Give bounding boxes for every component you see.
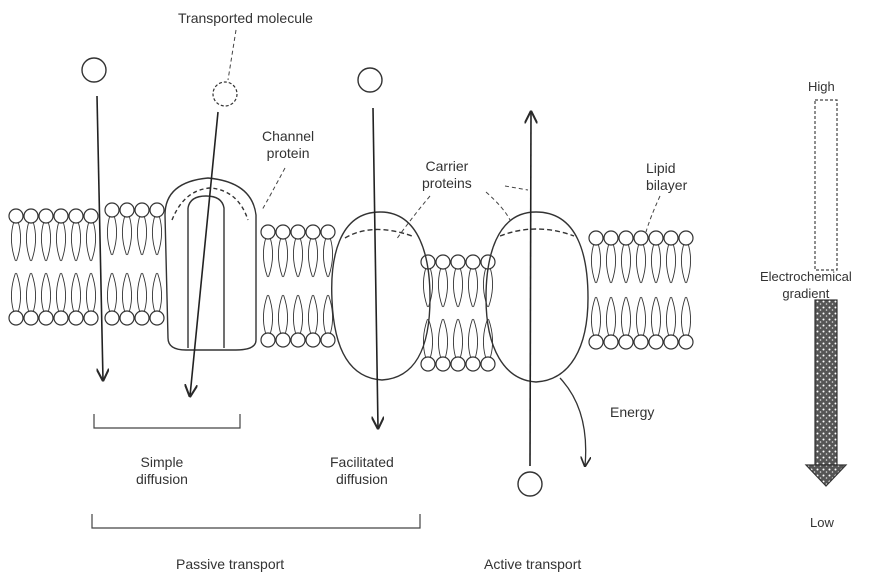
label-active-transport: Active transport bbox=[484, 556, 581, 573]
channel-protein bbox=[165, 178, 256, 350]
arrow-channel bbox=[190, 112, 218, 396]
carrier-protein-facilitated bbox=[332, 212, 430, 380]
label-facilitated-diffusion: Facilitated diffusion bbox=[330, 454, 394, 488]
bracket-passive-transport bbox=[92, 514, 420, 528]
label-carrier-proteins: Carrier proteins bbox=[422, 158, 472, 192]
label-passive-transport: Passive transport bbox=[176, 556, 284, 573]
lipid-bilayer bbox=[9, 203, 693, 371]
molecule-circle-simple bbox=[82, 58, 106, 82]
energy-arrow bbox=[560, 378, 586, 466]
molecule-circle-channel bbox=[213, 82, 237, 106]
label-channel-protein: Channel protein bbox=[262, 128, 314, 162]
arrow-active-transport bbox=[530, 112, 531, 466]
arrow-simple-diffusion bbox=[97, 96, 103, 380]
molecule-circle-active bbox=[518, 472, 542, 496]
arrow-facilitated-diffusion bbox=[373, 108, 378, 428]
label-lipid-bilayer: Lipid bilayer bbox=[646, 160, 687, 194]
carrier-protein-active bbox=[486, 212, 588, 382]
label-energy: Energy bbox=[610, 404, 654, 421]
label-transported-molecule: Transported molecule bbox=[178, 10, 313, 27]
label-simple-diffusion: Simple diffusion bbox=[136, 454, 188, 488]
molecule-circle-facilitated bbox=[358, 68, 382, 92]
label-low: Low bbox=[810, 514, 834, 531]
label-electrochemical-gradient: Electrochemical gradient bbox=[760, 268, 852, 302]
bracket-simple-diffusion bbox=[94, 414, 240, 428]
label-high: High bbox=[808, 78, 835, 95]
